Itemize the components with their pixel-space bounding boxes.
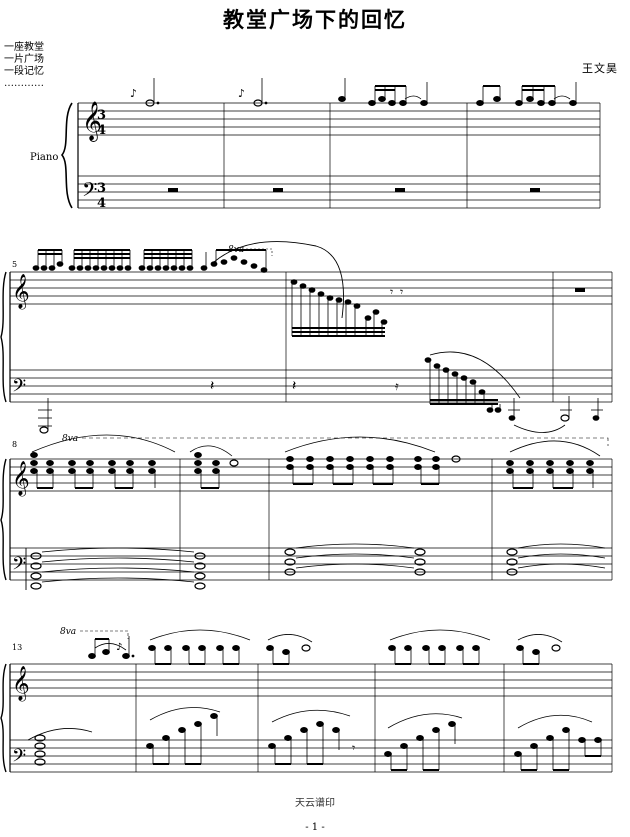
page-title: 教堂广场下的回忆 (223, 7, 407, 32)
bass-staff (10, 369, 612, 403)
svg-text:♪: ♪ (130, 87, 137, 100)
treble-clef: 𝄞 (82, 101, 102, 142)
brace (60, 102, 73, 209)
page-number: - 1 - (305, 822, 325, 833)
system-4: 𝄞 𝄢 (0, 663, 613, 773)
system-1-rests (168, 188, 540, 192)
system-1: 𝄞 𝄢 (60, 101, 601, 209)
ottava-mark: 8va (60, 627, 76, 637)
bass-clef: 𝄢 (82, 178, 97, 206)
epigraph-line: 一片广场 (4, 54, 44, 65)
treble-clef: 𝄞 (12, 461, 30, 497)
instrument-label: Piano (30, 152, 59, 163)
svg-text:♪: ♪ (238, 87, 245, 100)
bass-clef: 𝄢 (12, 376, 26, 401)
composer-name: 王文昊 (582, 62, 618, 75)
system-2-bass: 𝄽 𝄽 𝄿 (38, 351, 603, 434)
time-sig-den: 4 (97, 123, 106, 138)
measure-number: 13 (12, 643, 22, 652)
bass-staff (78, 175, 600, 209)
epigraph: 一座教堂 一片广场 一段记忆 ………… (4, 42, 44, 90)
epigraph-line: ………… (4, 78, 44, 89)
svg-text:𝄾: 𝄾 (352, 741, 355, 755)
brace (0, 663, 7, 773)
treble-staff (10, 663, 612, 697)
time-sig-den: 4 (97, 196, 106, 211)
svg-text:𝄾: 𝄾 (390, 285, 393, 299)
treble-staff (78, 102, 600, 136)
bass-staff (10, 739, 612, 773)
treble-clef: 𝄞 (12, 666, 30, 702)
svg-text:𝄽: 𝄽 (292, 378, 296, 394)
system-3-notes (25, 434, 606, 590)
treble-staff (10, 458, 612, 492)
epigraph-line: 一段记忆 (4, 66, 44, 77)
bass-clef: 𝄢 (12, 746, 26, 771)
svg-text:𝄿: 𝄿 (395, 379, 399, 393)
system-2-notes: 𝄾 𝄾 (32, 241, 585, 337)
measure-number: 8 (12, 440, 17, 449)
system-4-notes: ♪ (27, 629, 602, 771)
time-sig-num: 3 (97, 108, 106, 123)
brace (0, 271, 7, 403)
svg-text:𝄾: 𝄾 (400, 285, 403, 299)
bass-clef: 𝄢 (12, 554, 26, 579)
epigraph-line: 一座教堂 (4, 42, 44, 53)
bass-staff (10, 547, 612, 581)
svg-text:♪: ♪ (116, 642, 122, 653)
system-1-notes: ♪ ♪ (130, 78, 577, 107)
time-sig-num: 3 (97, 181, 106, 196)
brace (0, 458, 7, 581)
treble-clef: 𝄞 (12, 274, 30, 310)
measure-number: 5 (12, 260, 17, 269)
svg-text:𝄽: 𝄽 (210, 378, 214, 394)
footer-publisher: 天云谱印 (295, 798, 335, 809)
